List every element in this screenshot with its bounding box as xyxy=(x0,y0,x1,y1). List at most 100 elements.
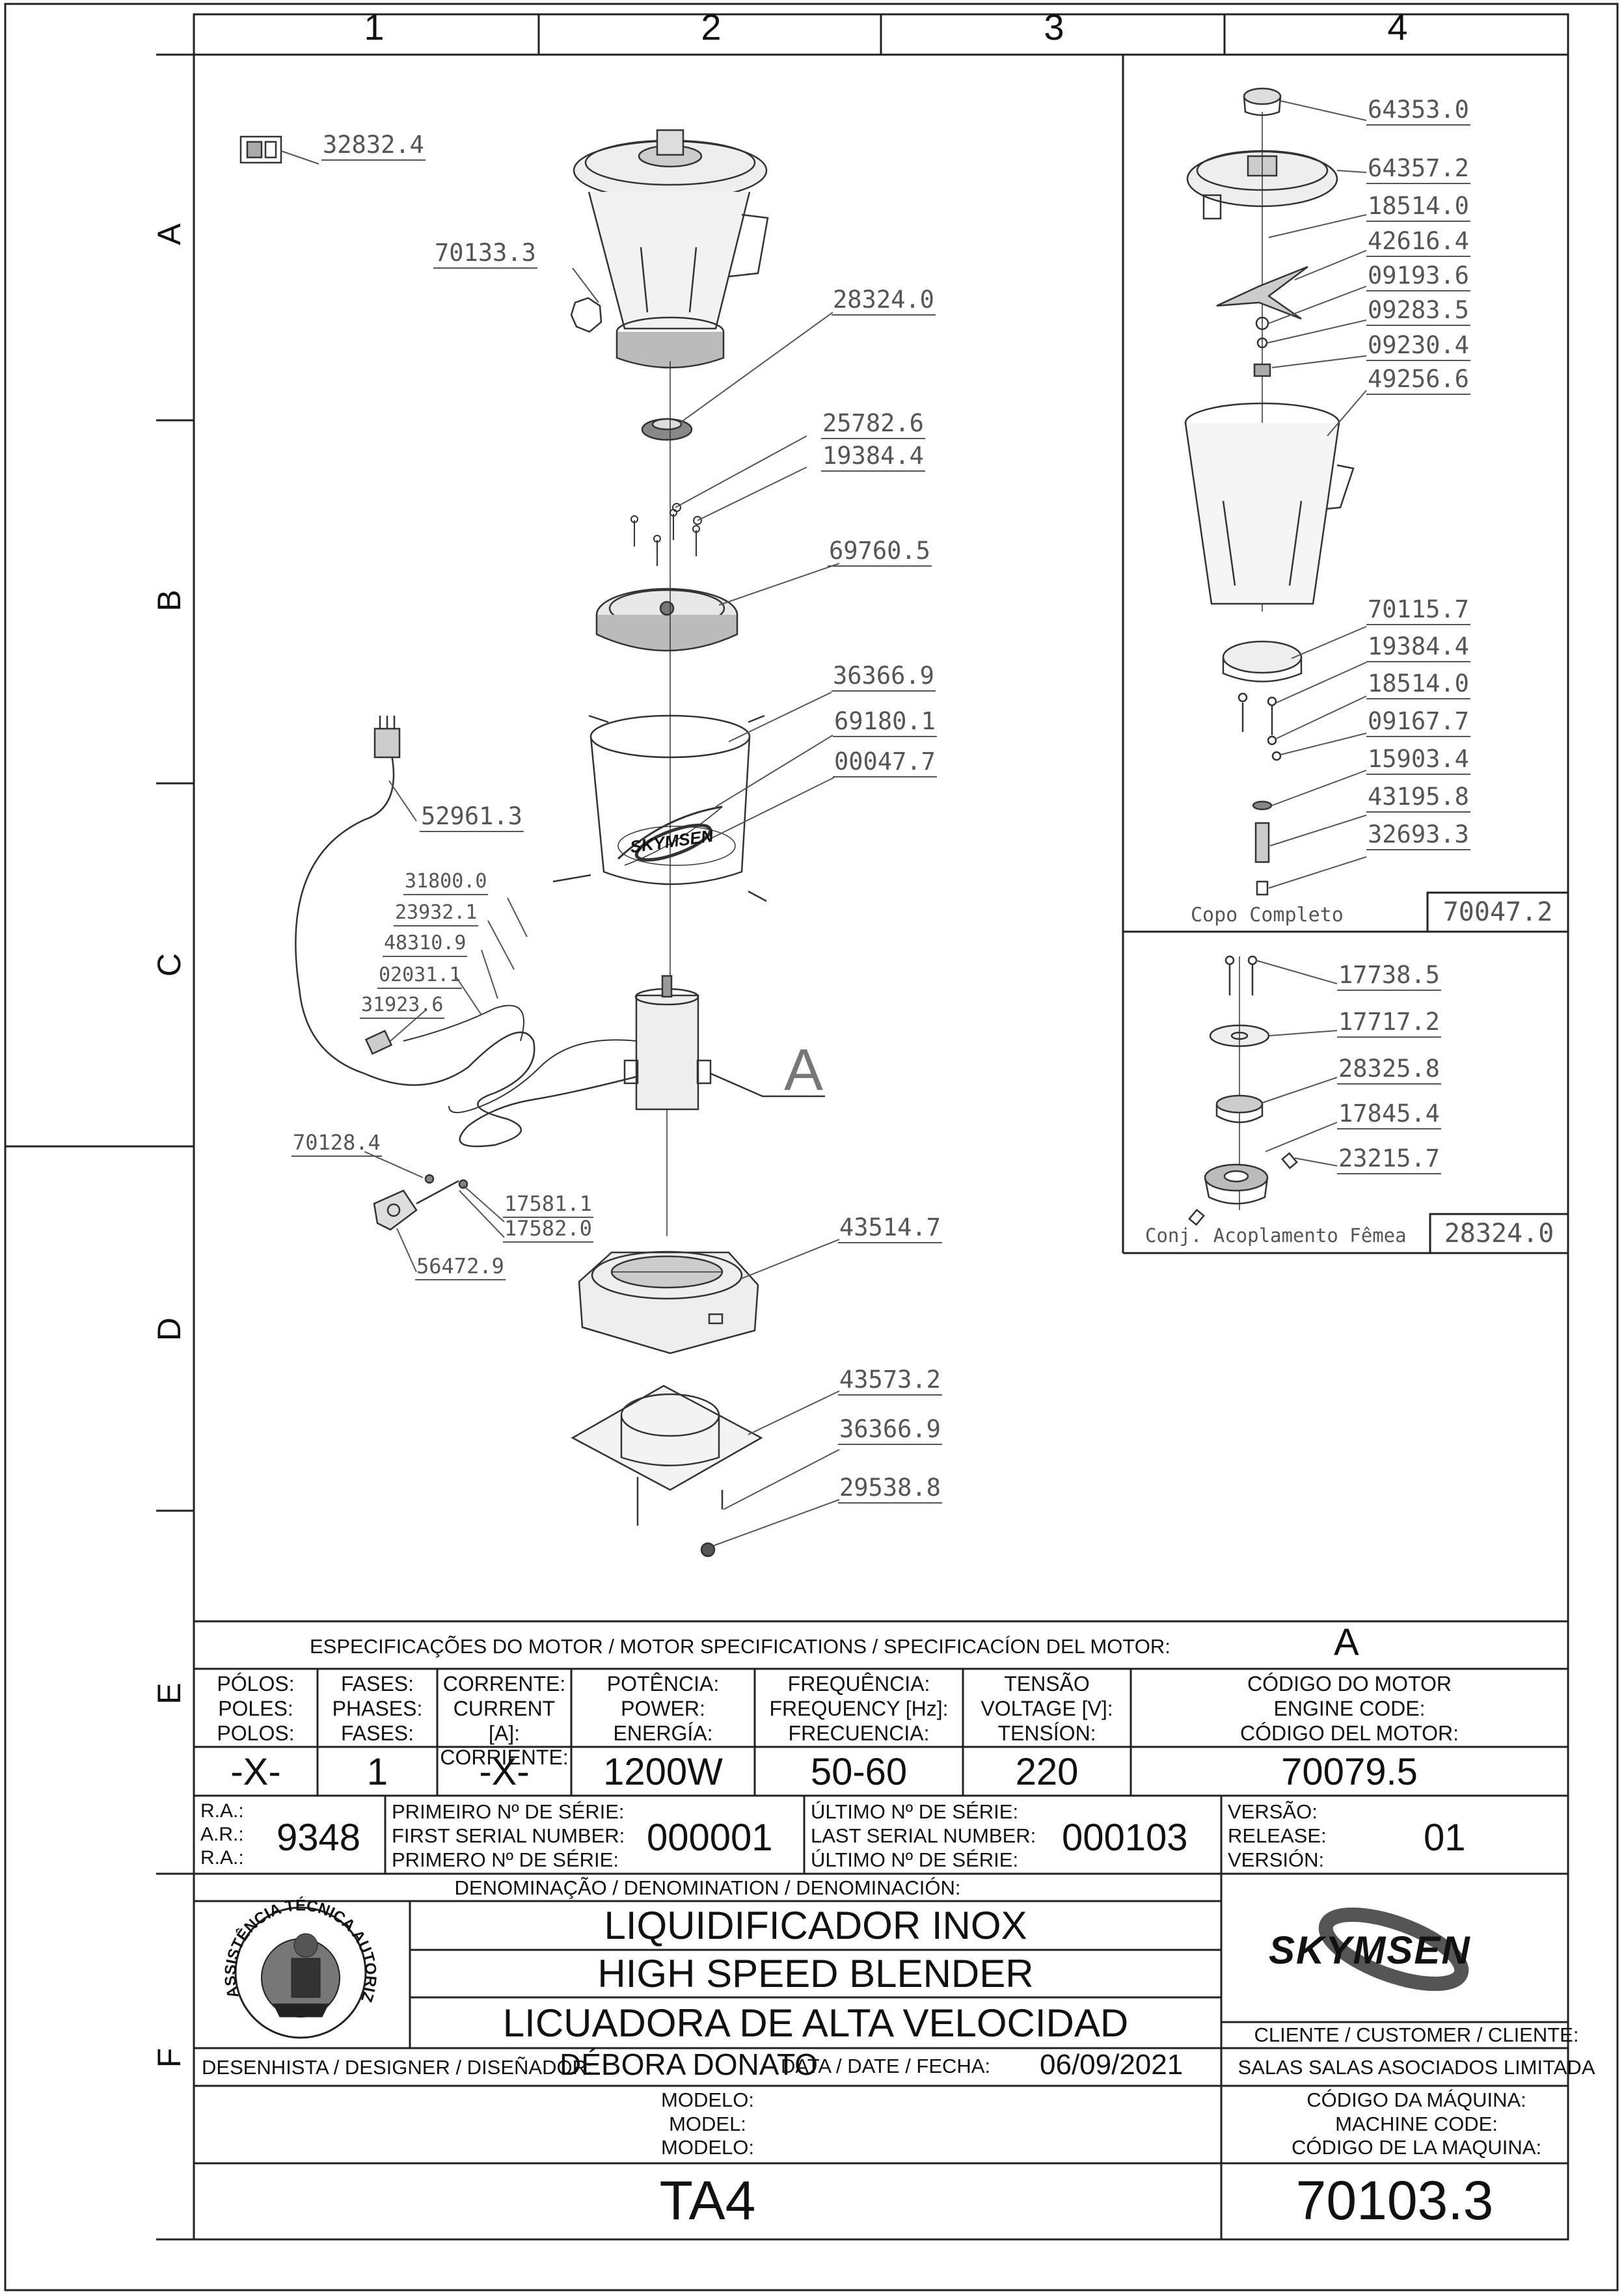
brand-logo-text: SKYMSEN xyxy=(1269,1928,1471,1972)
row-letter-b: B xyxy=(151,589,187,612)
last-serial-labels: ÚLTIMO Nº DE SÉRIE:LAST SERIAL NUMBER:ÚL… xyxy=(811,1800,1036,1872)
part-label: 09230.4 xyxy=(1366,333,1470,361)
part-label: 00047.7 xyxy=(833,750,937,777)
column-number-4: 4 xyxy=(1387,7,1408,47)
frequency-value: 50-60 xyxy=(810,1751,908,1793)
machine-code-value: 70103.3 xyxy=(1295,2170,1494,2231)
part-label: 17582.0 xyxy=(503,1218,593,1243)
motor-spec-title: ESPECIFICAÇÕES DO MOTOR / MOTOR SPECIFIC… xyxy=(310,1635,1171,1658)
part-label: 18514.0 xyxy=(1366,194,1470,222)
part-label: 19384.4 xyxy=(1366,634,1470,662)
motor-id: A xyxy=(1334,1621,1359,1664)
coupling-assembly-code: 28324.0 xyxy=(1444,1219,1554,1249)
model-labels: MODELO:MODEL:MODELO: xyxy=(661,2088,754,2159)
part-label: 70128.4 xyxy=(291,1132,382,1157)
part-label: 19384.4 xyxy=(821,444,925,472)
part-label: 17738.5 xyxy=(1337,963,1441,991)
ra-labels: R.A.:A.R.:R.A.: xyxy=(200,1800,244,1869)
column-number-2: 2 xyxy=(701,7,722,47)
current-labels: CORRENTE:CURRENT [A]:CORRIENTE: xyxy=(440,1672,569,1770)
ra-value: 9348 xyxy=(277,1817,361,1859)
current-value: -X- xyxy=(479,1751,530,1793)
part-label: 15903.4 xyxy=(1366,747,1470,775)
part-label: 25782.6 xyxy=(821,411,925,439)
column-number-3: 3 xyxy=(1044,7,1064,47)
designer-label: DESENHISTA / DESIGNER / DISEÑADOR: xyxy=(202,2056,593,2079)
part-label: 32832.4 xyxy=(321,133,426,161)
part-label: 64357.2 xyxy=(1366,156,1470,184)
part-label: 18514.0 xyxy=(1366,671,1470,699)
designer-value: DÉBORA DONATO xyxy=(560,2047,819,2081)
cup-assembly-label: Copo Completo xyxy=(1191,904,1344,926)
row-letter-a: A xyxy=(151,223,187,245)
part-label: 23215.7 xyxy=(1337,1146,1441,1174)
phases-labels: FASES:PHASES:FASES: xyxy=(332,1672,423,1745)
denomination-title: DENOMINAÇÃO / DENOMINATION / DENOMINACIÓ… xyxy=(454,1876,961,1899)
cup-assembly-view xyxy=(1184,87,1355,896)
skymsen-logo xyxy=(1318,1907,1469,1992)
date-value: 06/09/2021 xyxy=(1040,2049,1184,2081)
part-label: 02031.1 xyxy=(377,966,463,989)
part-label: 49256.6 xyxy=(1366,367,1470,395)
part-label: 29538.8 xyxy=(838,1476,942,1504)
last-serial-value: 000103 xyxy=(1062,1817,1188,1859)
row-letter-c: C xyxy=(151,952,187,977)
authorized-service-seal xyxy=(234,1906,367,2039)
part-label: 36366.9 xyxy=(832,664,936,692)
power-labels: POTÊNCIA:POWER:ENERGÍA: xyxy=(606,1672,720,1745)
part-label: 43514.7 xyxy=(838,1215,942,1243)
part-label: 09193.6 xyxy=(1366,263,1470,291)
poles-value: -X- xyxy=(230,1751,281,1793)
part-label: 48310.9 xyxy=(383,934,468,957)
date-label: DATA / DATE / FECHA: xyxy=(781,2055,991,2077)
coupling-assembly-label: Conj. Acoplamento Fêmea xyxy=(1145,1224,1407,1247)
part-label: 69760.5 xyxy=(828,539,932,567)
first-serial-labels: PRIMEIRO Nº DE SÉRIE:FIRST SERIAL NUMBER… xyxy=(392,1800,625,1872)
part-label: 43195.8 xyxy=(1366,785,1470,813)
cup-assembly-code: 70047.2 xyxy=(1442,897,1553,927)
part-label: 69180.1 xyxy=(833,709,937,737)
motor-callout-letter: A xyxy=(784,1038,824,1103)
phases-value: 1 xyxy=(366,1751,388,1793)
model-value: TA4 xyxy=(659,2170,756,2231)
part-label: 70133.3 xyxy=(433,241,537,269)
machine-code-labels: CÓDIGO DA MÁQUINA:MACHINE CODE:CÓDIGO DE… xyxy=(1291,2088,1542,2159)
part-label: 70115.7 xyxy=(1366,597,1470,625)
part-label: 28325.8 xyxy=(1337,1057,1441,1085)
denomination-line-es: LICUADORA DE ALTA VELOCIDAD xyxy=(502,2001,1129,2045)
part-label: 09283.5 xyxy=(1366,298,1470,326)
part-label: 64353.0 xyxy=(1366,98,1470,126)
part-label: 52961.3 xyxy=(420,804,524,832)
column-number-1: 1 xyxy=(364,7,385,47)
part-label: 17845.4 xyxy=(1337,1101,1441,1129)
frequency-labels: FREQUÊNCIA:FREQUENCY [Hz]:FRECUENCIA: xyxy=(769,1672,949,1745)
engine-code-value: 70079.5 xyxy=(1281,1751,1418,1793)
denomination-line-en: HIGH SPEED BLENDER xyxy=(597,1952,1034,1995)
housing-logo xyxy=(634,823,712,862)
customer-label: CLIENTE / CUSTOMER / CLIENTE: xyxy=(1254,2023,1579,2046)
part-label: 31923.6 xyxy=(360,995,445,1019)
power-value: 1200W xyxy=(603,1751,723,1793)
denomination-line-pt: LIQUIDIFICADOR INOX xyxy=(604,1904,1027,1947)
customer-value: SALAS SALAS ASOCIADOS LIMITADA xyxy=(1238,2056,1595,2079)
coupling-assembly-view xyxy=(1188,955,1298,1226)
row-letter-d: D xyxy=(151,1317,187,1342)
poles-labels: PÓLOS:POLES:POLOS: xyxy=(217,1672,295,1745)
row-letter-e: E xyxy=(151,1682,187,1705)
part-label: 23932.1 xyxy=(394,903,479,926)
row-letter-f: F xyxy=(151,2047,187,2068)
part-label: 09167.7 xyxy=(1366,709,1470,737)
part-label: 42616.4 xyxy=(1366,229,1470,257)
part-label: 28324.0 xyxy=(832,288,936,316)
part-label: 31800.0 xyxy=(403,872,489,895)
version-labels: VERSÃO:RELEASE:VERSIÓN: xyxy=(1228,1800,1327,1872)
first-serial-value: 000001 xyxy=(647,1817,773,1859)
part-label: 56472.9 xyxy=(415,1256,506,1280)
part-label: 36366.9 xyxy=(838,1417,942,1445)
part-label: 32693.3 xyxy=(1366,822,1470,850)
part-label: 17581.1 xyxy=(503,1193,593,1218)
part-label: 43573.2 xyxy=(838,1368,942,1396)
